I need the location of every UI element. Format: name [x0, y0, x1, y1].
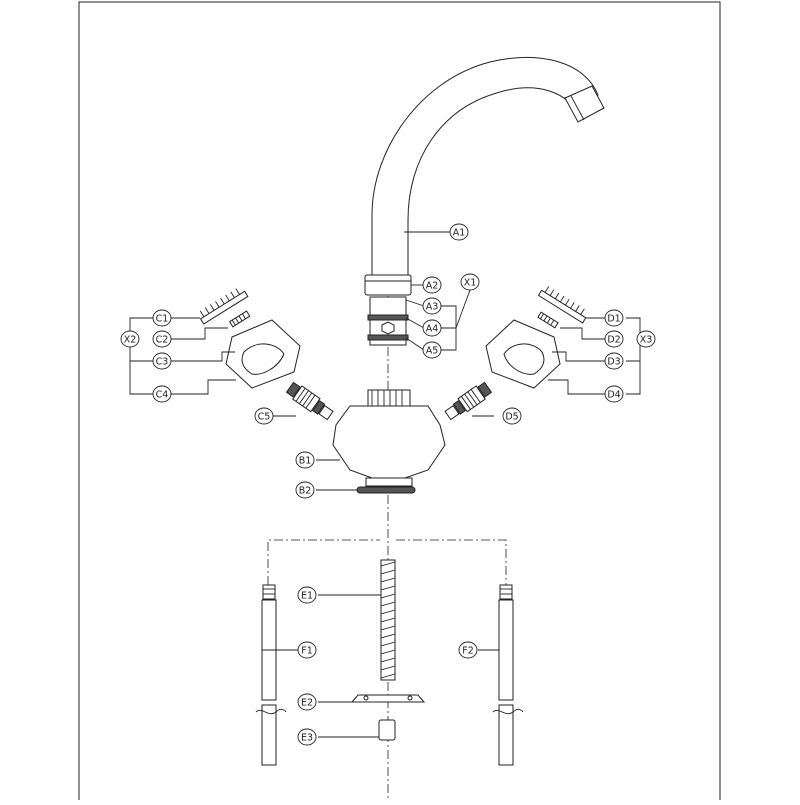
label-b1: B1	[299, 456, 312, 467]
label-c3: C3	[156, 357, 169, 368]
callout-e1: E1	[297, 586, 317, 604]
label-x3: X3	[640, 335, 653, 346]
label-f2: F2	[462, 646, 474, 657]
label-c4: C4	[156, 390, 169, 401]
callout-c3: C3	[152, 352, 172, 370]
label-c2: C2	[156, 335, 169, 346]
callout-f2: F2	[458, 641, 478, 659]
spout-a1	[371, 56, 605, 276]
callout-d1: D1	[604, 309, 624, 327]
callout-x1: X1	[460, 273, 480, 291]
callout-x3: X3	[636, 330, 656, 348]
label-f1: F1	[301, 646, 313, 657]
label-e1: E1	[301, 591, 313, 602]
label-d3: D3	[607, 357, 620, 368]
callout-f1: F1	[297, 641, 317, 659]
label-x2: X2	[124, 335, 137, 346]
callout-c2: C2	[152, 330, 172, 348]
label-e3: E3	[301, 733, 313, 744]
label-d5: D5	[505, 412, 518, 423]
mixer-body-b1	[332, 389, 446, 487]
callout-c1: C1	[152, 309, 172, 327]
hose-f2	[492, 584, 524, 766]
callout-b2: B2	[295, 481, 315, 499]
label-d1: D1	[607, 314, 620, 325]
label-b2: B2	[299, 486, 312, 497]
o-ring-b2	[356, 486, 416, 494]
label-e2: E2	[301, 698, 313, 709]
right-handle-assembly	[444, 286, 587, 421]
callout-b1: B1	[295, 451, 315, 469]
callout-d3: D3	[604, 352, 624, 370]
label-x1: X1	[464, 278, 477, 289]
leader-lines	[129, 231, 641, 738]
label-d4: D4	[607, 390, 620, 401]
callout-e3: E3	[297, 728, 317, 746]
label-c1: C1	[156, 314, 169, 325]
label-a4: A4	[426, 324, 439, 335]
mounting-plate-e2	[350, 694, 426, 703]
label-a3: A3	[426, 302, 439, 313]
left-handle-assembly	[199, 288, 334, 421]
label-d2: D2	[607, 335, 620, 346]
callout-e2: E2	[297, 693, 317, 711]
spout-cartridge-a3-a5	[367, 296, 409, 346]
spout-nut-a2	[364, 274, 412, 296]
callout-c5: C5	[254, 407, 274, 425]
callout-x2: X2	[120, 330, 140, 348]
callout-a2: A2	[422, 276, 442, 294]
hose-f1	[255, 584, 287, 766]
callout-c4: C4	[152, 385, 172, 403]
callout-d2: D2	[604, 330, 624, 348]
callout-d5: D5	[502, 407, 522, 425]
label-a1: A1	[453, 228, 466, 239]
callout-a1: A1	[449, 223, 469, 241]
hose-routing-lines	[267, 539, 507, 585]
callout-a4: A4	[422, 319, 442, 337]
callout-d4: D4	[604, 385, 624, 403]
threaded-rod-e1	[380, 559, 396, 681]
callout-a5: A5	[422, 341, 442, 359]
label-a2: A2	[426, 281, 439, 292]
label-c5: C5	[258, 412, 271, 423]
nut-e3	[378, 719, 396, 741]
callout-a3: A3	[422, 297, 442, 315]
label-a5: A5	[426, 346, 439, 357]
